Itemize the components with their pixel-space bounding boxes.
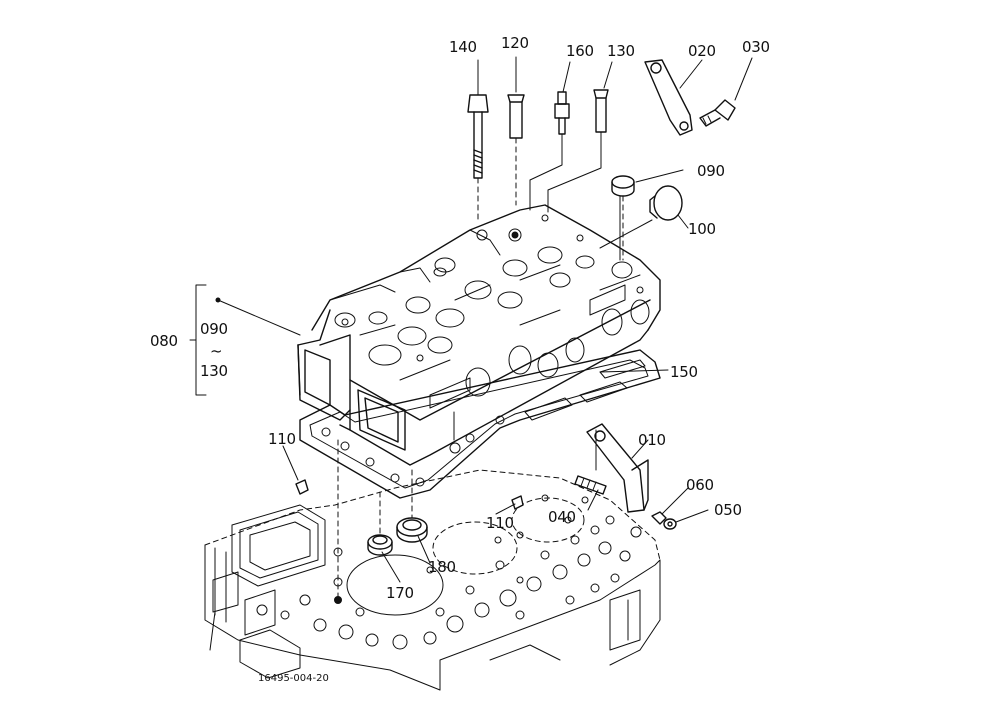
part-label-060: 060 <box>686 476 714 494</box>
engine-block-drawing <box>204 469 661 691</box>
valve-guide-120 <box>507 94 525 206</box>
valve-guide-130 <box>547 89 609 213</box>
dowel-110-right <box>511 495 524 510</box>
seal-ring-170 <box>367 534 393 556</box>
part-label-130: 130 <box>607 42 635 60</box>
leader-lines <box>217 56 753 583</box>
part-label-160: 160 <box>566 42 594 60</box>
part-label-140: 140 <box>449 38 477 56</box>
leader-dot <box>215 297 221 303</box>
cylinder-head-drawing <box>297 204 661 466</box>
plug-100 <box>599 185 683 249</box>
seal-ring-180 <box>396 517 428 543</box>
part-label-110-right: 110 <box>486 514 514 532</box>
part-label-090: 090 <box>697 162 725 180</box>
lifting-hook-020 <box>644 59 693 136</box>
part-label-030: 030 <box>742 38 770 56</box>
washer-050 <box>663 518 677 530</box>
part-label-170: 170 <box>386 584 414 602</box>
assembly-bracket <box>189 284 207 396</box>
assembly-range-tilde: ~ <box>210 342 222 360</box>
bolt-030 <box>699 99 736 127</box>
part-label-110-left: 110 <box>268 430 296 448</box>
lifting-hook-010 <box>586 423 649 513</box>
part-label-100: 100 <box>688 220 716 238</box>
dowel-110-left <box>295 479 309 495</box>
assembly-range-start: 090 <box>200 320 228 338</box>
assembly-label-080: 080 <box>150 332 178 350</box>
part-label-050: 050 <box>714 501 742 519</box>
head-bolt-140 <box>467 94 489 223</box>
part-label-150: 150 <box>670 363 698 381</box>
part-label-180: 180 <box>428 558 456 576</box>
part-label-120: 120 <box>501 34 529 52</box>
nut-060 <box>651 511 667 525</box>
part-label-010: 010 <box>638 431 666 449</box>
assembly-lines <box>337 195 621 601</box>
stud-040 <box>574 475 607 495</box>
part-label-020: 020 <box>688 42 716 60</box>
assembly-range-end: 130 <box>200 362 228 380</box>
head-gasket-drawing <box>299 349 661 499</box>
drawing-number: 16495-004-20 <box>258 673 329 684</box>
cap-090 <box>611 175 635 261</box>
glow-plug-160 <box>529 91 570 211</box>
part-label-040: 040 <box>548 508 576 526</box>
